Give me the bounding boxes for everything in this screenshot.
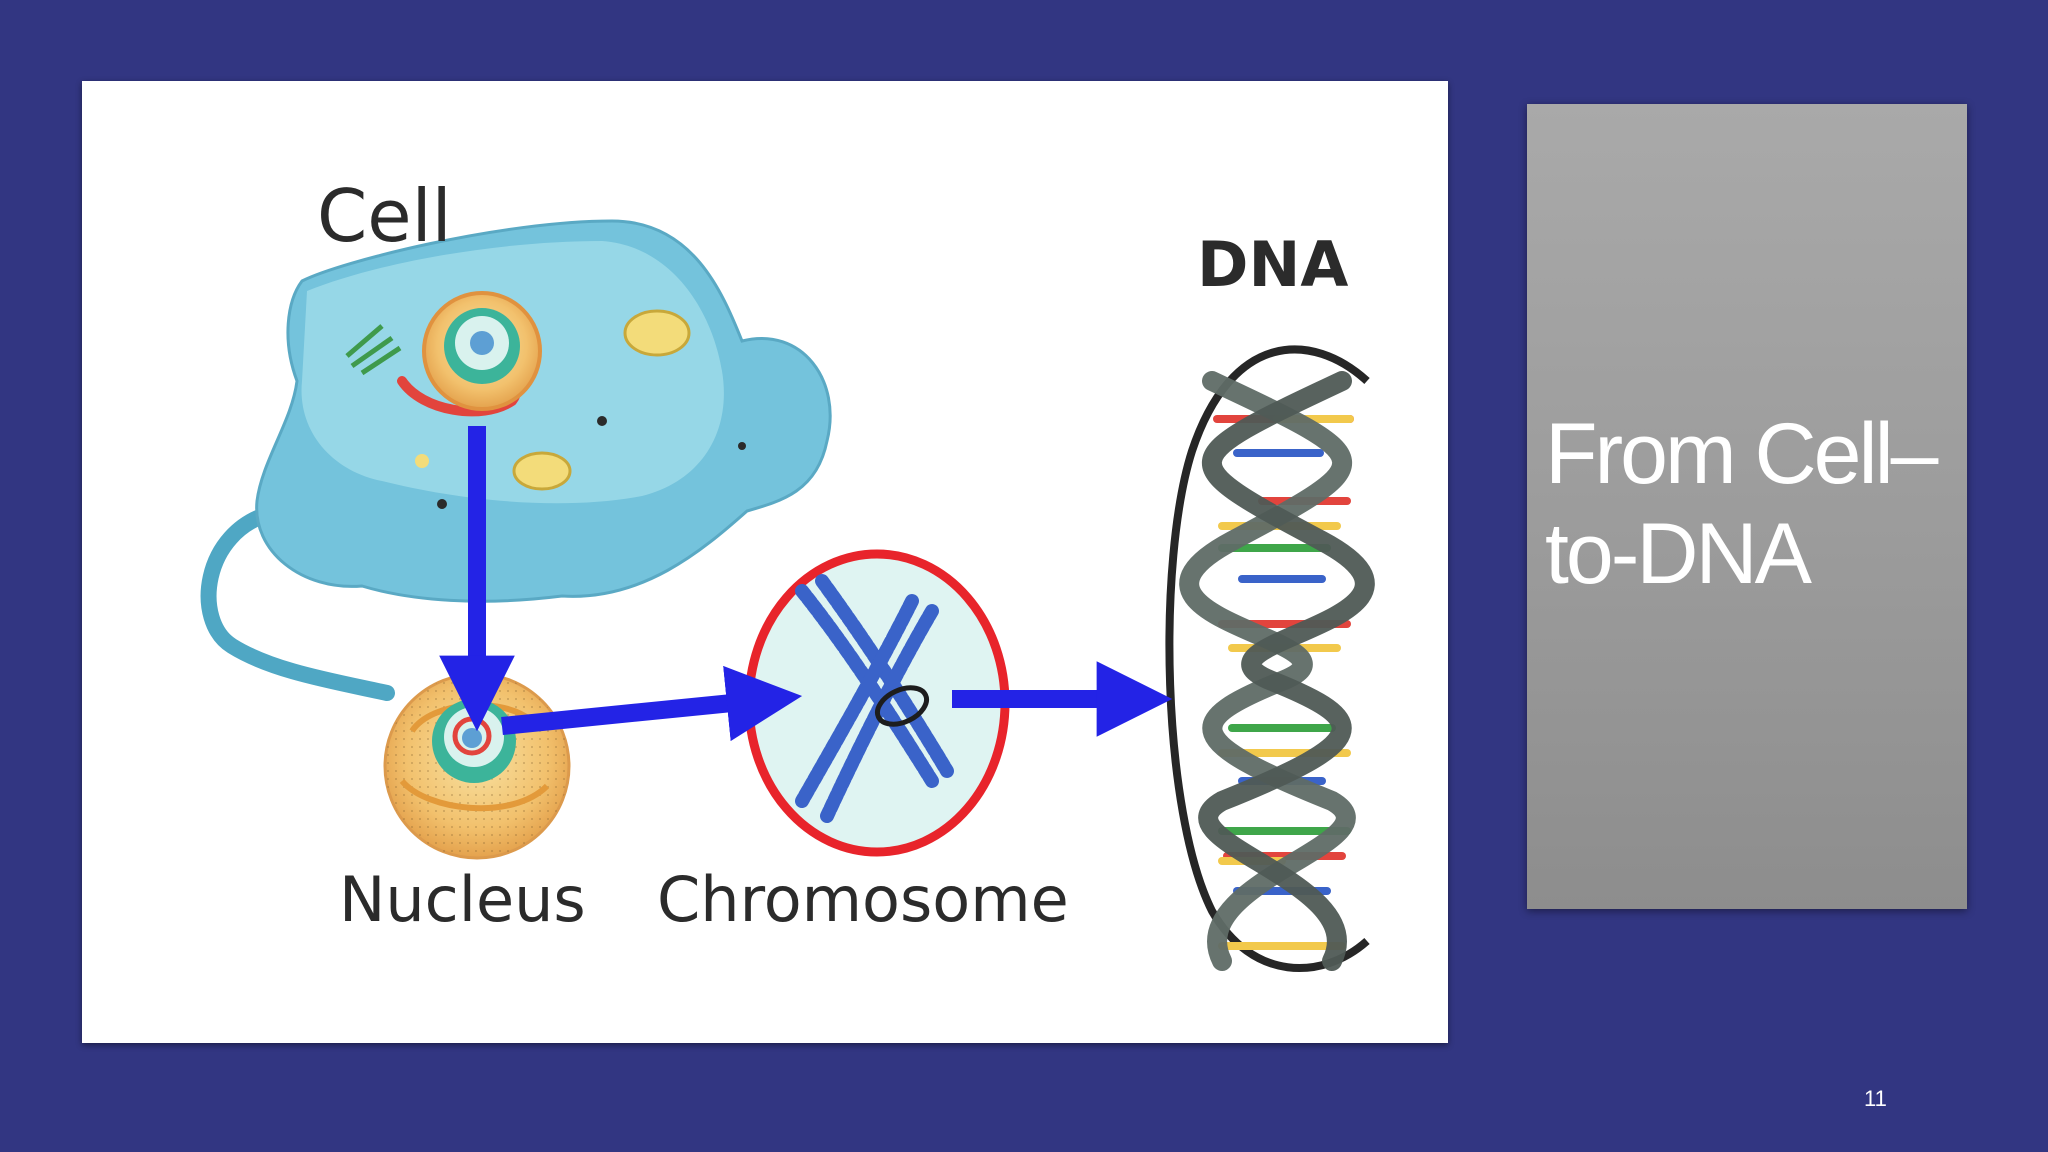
dna-strand-a: [1179, 371, 1356, 971]
centromere-marker: [874, 685, 930, 727]
slide-title-line-1: From Cell–: [1545, 406, 1939, 502]
figure-panel: Cell DNA Nucleus Chromosome: [82, 81, 1448, 1043]
cell-illustration: [200, 219, 832, 701]
title-card: From Cell– to-DNA: [1527, 104, 1967, 909]
dna-ellipse-outline: [1165, 345, 1370, 972]
dna-strand-b: [1198, 371, 1375, 971]
mitochondrion: [623, 309, 691, 357]
label-cell: Cell: [317, 174, 452, 258]
arrow-nucleus-to-chromosome: [501, 665, 803, 742]
slide-title: From Cell– to-DNA: [1545, 404, 1965, 604]
golgi: [345, 324, 402, 376]
page-number: 11: [1864, 1086, 1887, 1111]
mitochondrion: [512, 451, 572, 491]
nucleus-illustration: [383, 672, 571, 860]
chromosome-illustration: [744, 549, 1010, 857]
slide-title-line-2: to-DNA: [1545, 506, 1812, 602]
dna-illustration: [1165, 345, 1375, 972]
cell-flagellum: [200, 505, 395, 701]
label-nucleus: Nucleus: [339, 863, 586, 936]
label-dna: DNA: [1197, 228, 1348, 301]
label-chromosome: Chromosome: [657, 863, 1069, 936]
cell-to-dna-diagram: Cell DNA Nucleus Chromosome: [200, 174, 1375, 972]
